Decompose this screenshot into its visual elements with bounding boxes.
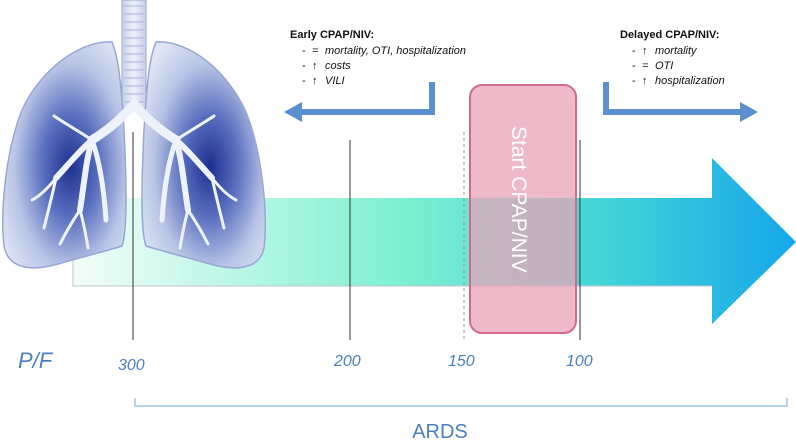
ards-label: ARDS xyxy=(412,421,468,443)
tick-label-100: 100 xyxy=(566,353,593,370)
delayed-item-1-prefix: - xyxy=(632,60,636,72)
early-item-2-text: VILI xyxy=(325,75,345,87)
early-item-1-prefix: - xyxy=(302,60,306,72)
delayed-item-1-symbol: = xyxy=(642,60,649,72)
early-item-0-prefix: - xyxy=(302,45,306,57)
early-item-0-symbol: = xyxy=(312,45,319,57)
delayed-item-0-symbol: ↑ xyxy=(642,45,648,57)
delayed-item-2-symbol: ↑ xyxy=(642,75,648,87)
delayed-title: Delayed CPAP/NIV: xyxy=(620,29,719,41)
early-item-2-prefix: - xyxy=(302,75,306,87)
early-title: Early CPAP/NIV: xyxy=(290,29,374,41)
ards-bracket xyxy=(134,398,788,407)
delayed-item-1-text: OTI xyxy=(655,60,673,72)
tick-label-200: 200 xyxy=(333,353,361,370)
early-arrow xyxy=(284,82,435,122)
early-item-0-text: mortality, OTI, hospitalization xyxy=(325,45,466,57)
early-item-1-symbol: ↑ xyxy=(312,60,318,72)
start-cpap-label: Start CPAP/NIV xyxy=(507,126,530,273)
lungs-icon xyxy=(2,0,266,269)
early-item-1-text: costs xyxy=(325,60,351,72)
early-cpap-block: Early CPAP/NIV: - = mortality, OTI, hosp… xyxy=(290,29,466,87)
delayed-item-2-prefix: - xyxy=(632,75,636,87)
delayed-item-0-prefix: - xyxy=(632,45,636,57)
delayed-item-0-text: mortality xyxy=(655,45,698,57)
delayed-item-2-text: hospitalization xyxy=(655,75,725,87)
tick-label-300: 300 xyxy=(118,357,145,374)
tick-label-150: 150 xyxy=(448,353,475,370)
early-item-2-symbol: ↑ xyxy=(312,75,318,87)
delayed-cpap-block: Delayed CPAP/NIV: - ↑ mortality - = OTI … xyxy=(620,29,725,87)
pf-axis-label: P/F xyxy=(18,348,54,373)
delayed-arrow xyxy=(603,82,758,122)
start-cpap-box: Start CPAP/NIV xyxy=(469,84,577,334)
